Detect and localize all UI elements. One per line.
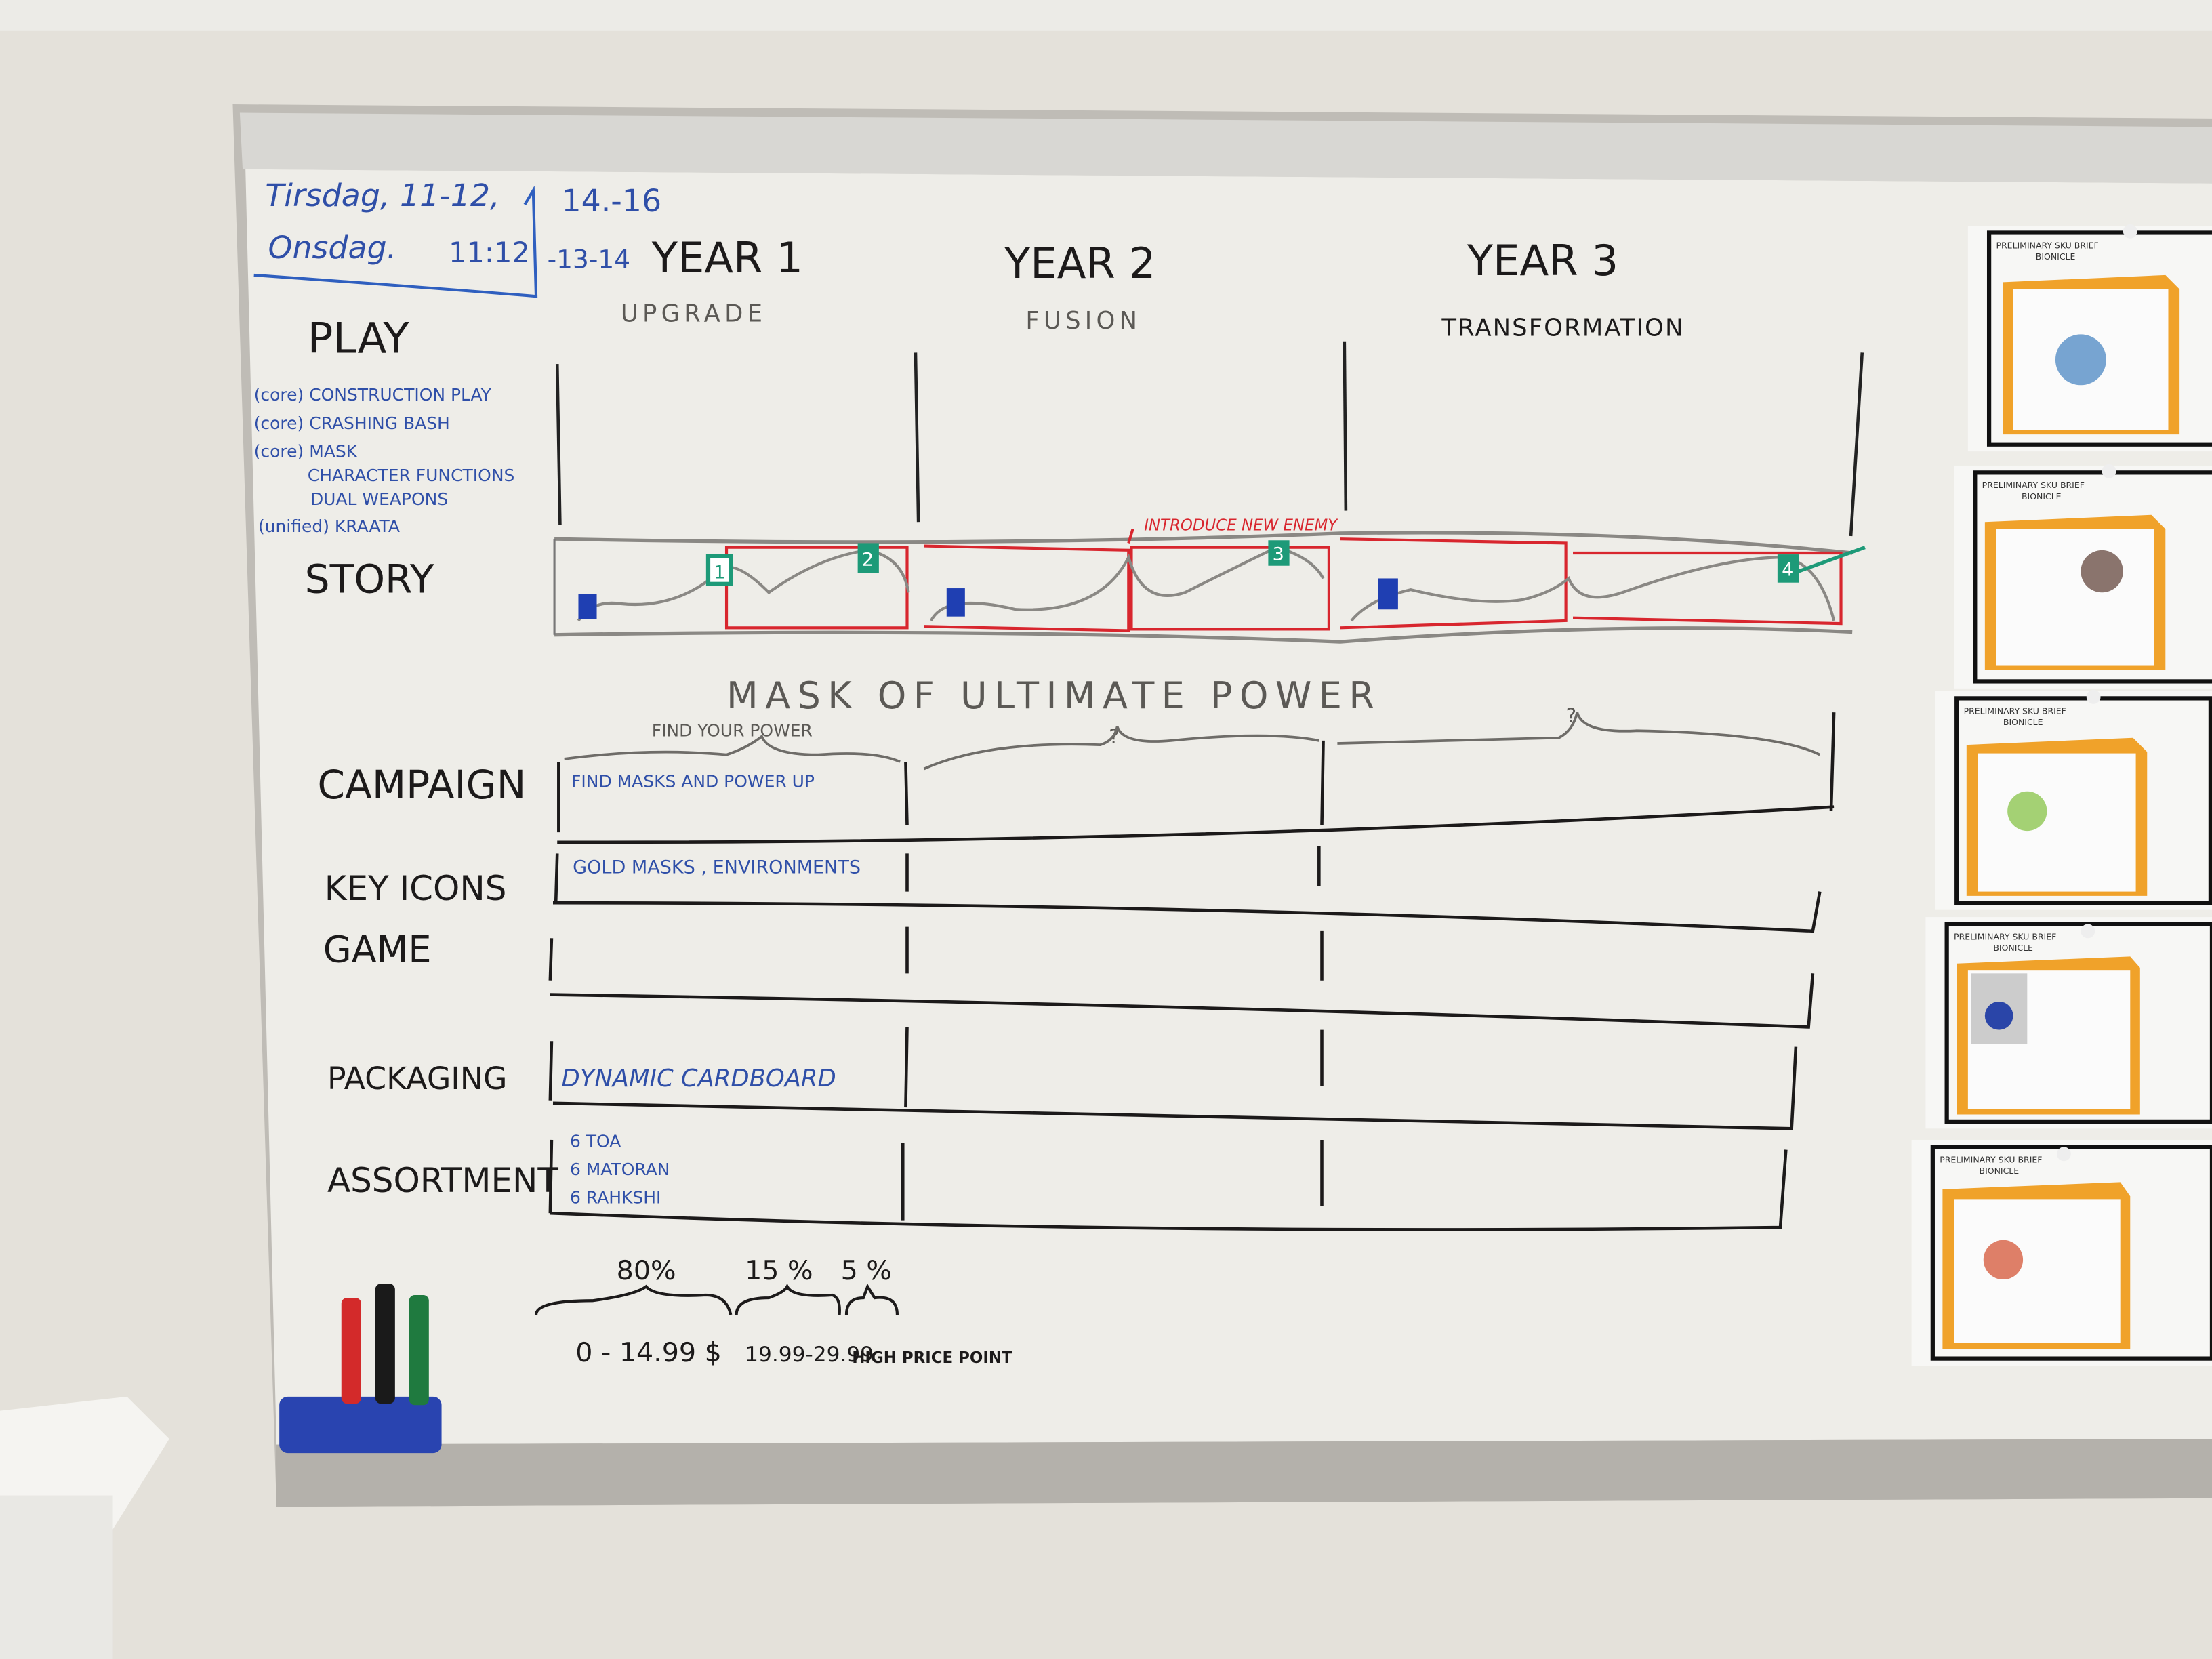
year-1-title: YEAR 1 (651, 233, 803, 283)
year-2-title: YEAR 2 (1004, 239, 1155, 288)
price-range-high: HIGH PRICE POINT (852, 1349, 1012, 1367)
story-marker-label: 4 (1782, 559, 1793, 580)
note-bracket (253, 185, 538, 298)
play-column-dividers (555, 341, 1864, 537)
year-headers: YEAR 1 UPGRADE YEAR 2 FUSION YEAR 3 TRAN… (621, 233, 1684, 342)
sku-sheets: PRELIMINARY SKU BRIEF BIONICLE PRELIMINA… (1911, 224, 2212, 1366)
story-timeline: 1 2 3 4 INTRODUCE NEW ENEMY (553, 517, 1866, 644)
sku-sheet: PRELIMINARY SKU BRIEF BIONICLE (1911, 1139, 2212, 1366)
campaign-braces (564, 712, 1821, 771)
row-label-play: PLAY (308, 313, 410, 363)
black-marker (375, 1284, 395, 1404)
year-1-theme: UPGRADE (621, 300, 766, 328)
sku-title: PRELIMINARY SKU BRIEF (1940, 1154, 2042, 1164)
note-line2: Onsdag. (268, 229, 397, 266)
play-item: (core) CONSTRUCTION PLAY (254, 385, 492, 405)
sku-title: PRELIMINARY SKU BRIEF (1964, 705, 2066, 716)
row-label-game: GAME (323, 928, 432, 971)
row-labels: PLAY STORY CAMPAIGN KEY ICONS GAME PACKA… (305, 313, 559, 1200)
marker-tray (276, 1439, 2212, 1507)
story-start-marker-blue (578, 594, 597, 619)
sku-sheet: PRELIMINARY SKU BRIEF BIONICLE (1954, 464, 2212, 689)
play-item: (core) CRASHING BASH (254, 413, 450, 433)
price-share: 80% (617, 1255, 676, 1286)
sku-title: PRELIMINARY SKU BRIEF (1996, 240, 2099, 250)
sku-sheet: PRELIMINARY SKU BRIEF BIONICLE (1936, 689, 2212, 910)
story-marker-label: 1 (714, 562, 725, 583)
price-share: 5 % (841, 1255, 892, 1286)
eraser-holder (279, 1396, 442, 1454)
play-item: CHARACTER FUNCTIONS (308, 466, 515, 485)
desk-edge (0, 1495, 113, 1659)
sku-brand: BIONICLE (1993, 943, 2033, 953)
price-range: 0 - 14.99 $ (575, 1337, 722, 1368)
red-marker (341, 1298, 361, 1404)
sku-brand: BIONICLE (2022, 491, 2062, 501)
play-item: (unified) KRAATA (258, 516, 400, 536)
sku-brand: BIONICLE (2003, 717, 2043, 727)
pricing-split: 80% 15 % 5 % 0 - 14.99 $ 19.99-29.99 HIG… (534, 1255, 1012, 1368)
sku-sheet: PRELIMINARY SKU BRIEF BIONICLE (1925, 917, 2212, 1129)
row-label-packaging: PACKAGING (327, 1060, 508, 1097)
packaging-year1: DYNAMIC CARDBOARD (561, 1065, 836, 1092)
row-label-assortment: ASSORTMENT (327, 1161, 558, 1200)
assortment-item: 6 MATORAN (570, 1160, 670, 1179)
year-2-theme: FUSION (1025, 307, 1141, 335)
price-range: 19.99-29.99 (745, 1343, 874, 1367)
story-start-marker-blue (946, 588, 965, 617)
story-annotation: INTRODUCE NEW ENEMY (1144, 517, 1338, 535)
campaign-year1-title: FIND YOUR POWER (652, 721, 813, 741)
play-item: DUAL WEAPONS (310, 489, 448, 509)
row-label-campaign: CAMPAIGN (317, 762, 526, 808)
play-item: (core) MASK (254, 441, 358, 461)
sku-brand: BIONICLE (2036, 251, 2076, 262)
price-share: 15 % (745, 1255, 813, 1286)
sku-sheet: PRELIMINARY SKU BRIEF BIONICLE (1967, 224, 2212, 452)
assortment-item: 6 TOA (570, 1131, 621, 1151)
ceiling-edge (0, 0, 2212, 31)
story-marker-label: 3 (1273, 544, 1284, 565)
year-3-theme: TRANSFORMATION (1441, 314, 1684, 342)
planning-grid (548, 712, 1836, 1231)
note-line2-right: -13-14 (548, 245, 630, 274)
year-3-title: YEAR 3 (1467, 236, 1618, 285)
play-list: (core) CONSTRUCTION PLAY (core) CRASHING… (254, 385, 515, 536)
note-line1: Tirsdag, 11-12, (265, 177, 499, 213)
campaign-theme: MASK OF ULTIMATE POWER (726, 674, 1381, 717)
story-start-marker-blue (1378, 578, 1398, 610)
row-label-key-icons: KEY ICONS (325, 869, 507, 908)
story-marker-label: 2 (862, 550, 874, 571)
whiteboard-markers (279, 1284, 442, 1454)
sku-title: PRELIMINARY SKU BRIEF (1982, 480, 2085, 490)
row-label-story: STORY (305, 556, 434, 602)
board-top-rail (239, 112, 2212, 184)
sku-title: PRELIMINARY SKU BRIEF (1954, 931, 2056, 941)
campaign-year1-text: FIND MASKS AND POWER UP (571, 772, 815, 792)
meeting-note: Tirsdag, 11-12, 14.-16 Onsdag. 11:12 -13… (253, 177, 661, 298)
green-marker (409, 1294, 429, 1406)
campaign-year3-title: ? (1566, 704, 1576, 727)
story-box-top (554, 531, 1853, 555)
story-chapter-markers: 1 2 3 4 (705, 540, 1866, 586)
note-line2-mid: 11:12 (449, 236, 530, 269)
note-line1-right: 14.-16 (561, 182, 661, 219)
assortment-item: 6 RAHKSHI (570, 1188, 661, 1208)
story-box-bottom (554, 626, 1853, 644)
sku-brand: BIONICLE (1980, 1166, 2020, 1176)
key-icons-year1: GOLD MASKS , ENVIRONMENTS (573, 857, 861, 878)
